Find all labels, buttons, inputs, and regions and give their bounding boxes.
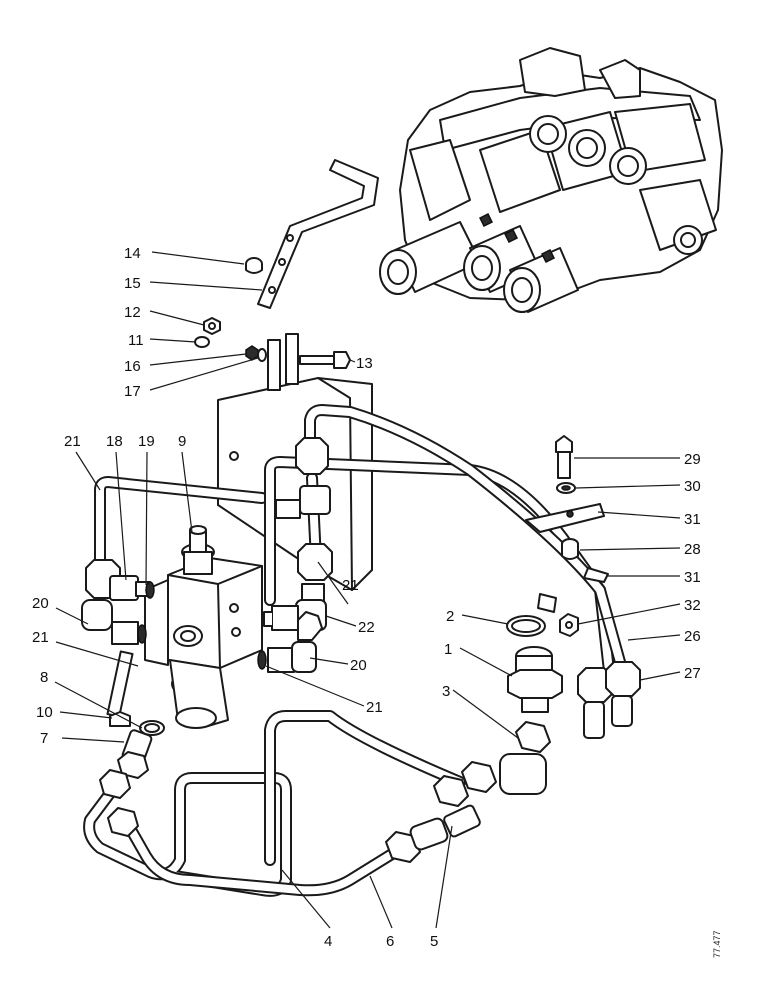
callout-18: 18: [106, 433, 123, 450]
bush-14: [245, 257, 263, 274]
callout-5: 5: [430, 933, 438, 950]
washer-19: [145, 581, 155, 599]
mounting-bracket: [257, 159, 379, 309]
callout-8: 8: [40, 669, 48, 686]
pipe-3-line: [264, 710, 466, 866]
callout-22: 21: [64, 433, 81, 450]
callout-14: 14: [124, 245, 141, 262]
callout-1: 1: [444, 641, 452, 658]
callout-labels: 14 15 12 11 13 16 17 21 18 19 9 20 21 8 …: [32, 245, 701, 950]
nut-32: [559, 613, 579, 637]
adaptor-1: [507, 646, 563, 713]
callout-4: 4: [324, 933, 332, 950]
callout-28: 28: [684, 541, 701, 558]
callout-20-right: 20: [350, 657, 367, 674]
callout-29: 29: [684, 451, 701, 468]
callout-27: 27: [684, 665, 701, 682]
nut-17: [245, 345, 259, 361]
drawing-reference-number: 77.477: [712, 930, 722, 958]
callout-21-left: 21: [32, 629, 49, 646]
bolt-13: [299, 351, 351, 369]
washer-11: [194, 336, 210, 348]
callout-10: 10: [36, 704, 53, 721]
callout-2: 2: [446, 608, 454, 625]
fitting-26-end: [577, 667, 613, 739]
fitting-27-end: [605, 661, 641, 727]
callout-32: 32: [684, 597, 701, 614]
washer-30: [556, 482, 576, 494]
elbow-3: [461, 721, 551, 795]
callout-15: 15: [124, 275, 141, 292]
o-ring-2: [506, 615, 546, 637]
callout-16: 17: [124, 383, 141, 400]
control-valve-bank: [379, 47, 723, 313]
callout-26: 26: [684, 628, 701, 645]
washer-16: [257, 348, 267, 362]
callout-9: 9: [178, 433, 186, 450]
bolt-10-8: [106, 650, 165, 736]
elbow-18: [85, 559, 151, 601]
tee-5: [385, 775, 481, 863]
callout-6: 6: [386, 933, 394, 950]
callout-24-25: 22: [358, 619, 375, 636]
union-7-nut: [99, 769, 139, 837]
pipe-4: [83, 772, 292, 897]
mounting-plate: [217, 333, 373, 591]
callout-12: 12: [124, 304, 141, 321]
callout-13: 13: [356, 355, 373, 372]
callout-11: 11: [128, 332, 144, 349]
callout-30: 30: [684, 478, 701, 495]
callout-21-right: 21: [366, 699, 383, 716]
callout-31-upper: 31: [684, 511, 701, 528]
priority-valve-block: [144, 525, 263, 729]
callout-31-lower: 31: [684, 569, 701, 586]
clamp-31: [525, 503, 605, 533]
clamp-31-lower: [537, 567, 609, 613]
bolt-29: [555, 435, 573, 479]
callout-7: 7: [40, 730, 48, 747]
callout-3: 3: [442, 683, 450, 700]
pipe-6: [124, 822, 398, 897]
callout-20-left: 20: [32, 595, 49, 612]
spacer-28: [561, 538, 579, 560]
callout-19: 19: [138, 433, 155, 450]
callout-17: 16: [124, 358, 141, 375]
elbow-20-left: [81, 599, 147, 645]
callout-23: 21: [342, 577, 359, 594]
nut-12: [203, 317, 221, 335]
adaptor-7: [117, 729, 153, 779]
leader-lines: [54, 251, 681, 929]
